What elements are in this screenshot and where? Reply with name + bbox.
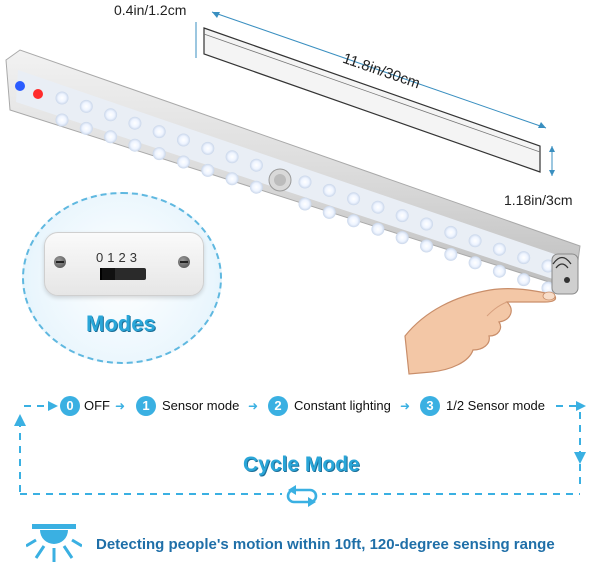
led-light — [322, 205, 336, 219]
height-dimension: 1.18in/3cm — [504, 192, 573, 208]
step-number-3: 3 — [420, 396, 440, 416]
arrow-right-icon: ➜ — [400, 399, 411, 413]
led-light — [249, 158, 263, 172]
screw-icon — [178, 256, 190, 268]
step-label-constant-lighting: Constant lighting — [294, 398, 391, 413]
cycle-arrows-icon — [282, 482, 322, 508]
step-number-2: 2 — [268, 396, 288, 416]
modes-label: Modes — [86, 311, 156, 336]
mode-switch-plate — [44, 232, 204, 296]
led-light — [177, 155, 190, 169]
led-light — [541, 281, 555, 295]
led-light — [395, 209, 409, 223]
led-light — [79, 121, 93, 135]
led-light — [177, 133, 190, 147]
led-light — [347, 214, 361, 228]
hand-touch-icon — [404, 288, 557, 375]
led-light — [79, 99, 93, 113]
led-light — [541, 259, 555, 273]
led-light — [371, 200, 385, 214]
led-light — [128, 138, 142, 152]
step-number-0: 0 — [60, 396, 80, 416]
red-indicator-led — [33, 89, 43, 99]
led-light — [225, 150, 239, 164]
led-light — [420, 239, 433, 253]
led-light — [517, 251, 531, 265]
led-light — [468, 256, 482, 270]
led-light — [468, 234, 482, 248]
arrow-right-icon: ➜ — [115, 399, 126, 413]
led-light — [444, 225, 458, 239]
led-light — [395, 231, 409, 245]
step-number-1: 1 — [136, 396, 156, 416]
led-light — [128, 116, 142, 130]
led-light — [517, 273, 531, 287]
led-light — [55, 113, 69, 127]
step-label-off: OFF — [84, 398, 110, 413]
led-light — [347, 192, 361, 206]
led-array — [55, 91, 555, 295]
blue-indicator-led — [15, 81, 25, 91]
led-light — [201, 141, 215, 155]
step-label-half-sensor-mode: 1/2 Sensor mode — [446, 398, 546, 413]
led-light — [444, 247, 458, 261]
led-light — [249, 180, 263, 194]
led-light — [104, 108, 118, 122]
screw-icon — [54, 256, 66, 268]
led-light — [420, 217, 433, 231]
mode-switch-knob[interactable] — [100, 268, 115, 280]
switch-position-numbers: 0123 — [96, 250, 141, 265]
led-light — [55, 91, 69, 105]
step-label-sensor-mode: Sensor mode — [162, 398, 240, 413]
led-light — [298, 197, 312, 211]
led-light — [201, 163, 215, 177]
arrow-right-icon: ➜ — [248, 399, 259, 413]
thickness-dimension: 0.4in/1.2cm — [114, 2, 187, 18]
led-light — [152, 147, 166, 161]
led-light — [322, 183, 336, 197]
led-light — [492, 242, 506, 256]
sensing-range-text: Detecting people's motion within 10ft, 1… — [96, 536, 555, 553]
led-light — [104, 130, 118, 144]
led-light — [371, 222, 385, 236]
led-light — [225, 172, 239, 186]
cycle-mode-title: Cycle Mode — [243, 453, 360, 476]
led-light — [152, 125, 166, 139]
led-light — [492, 264, 506, 278]
led-light — [298, 175, 312, 189]
sensing-range-icon — [26, 524, 82, 562]
